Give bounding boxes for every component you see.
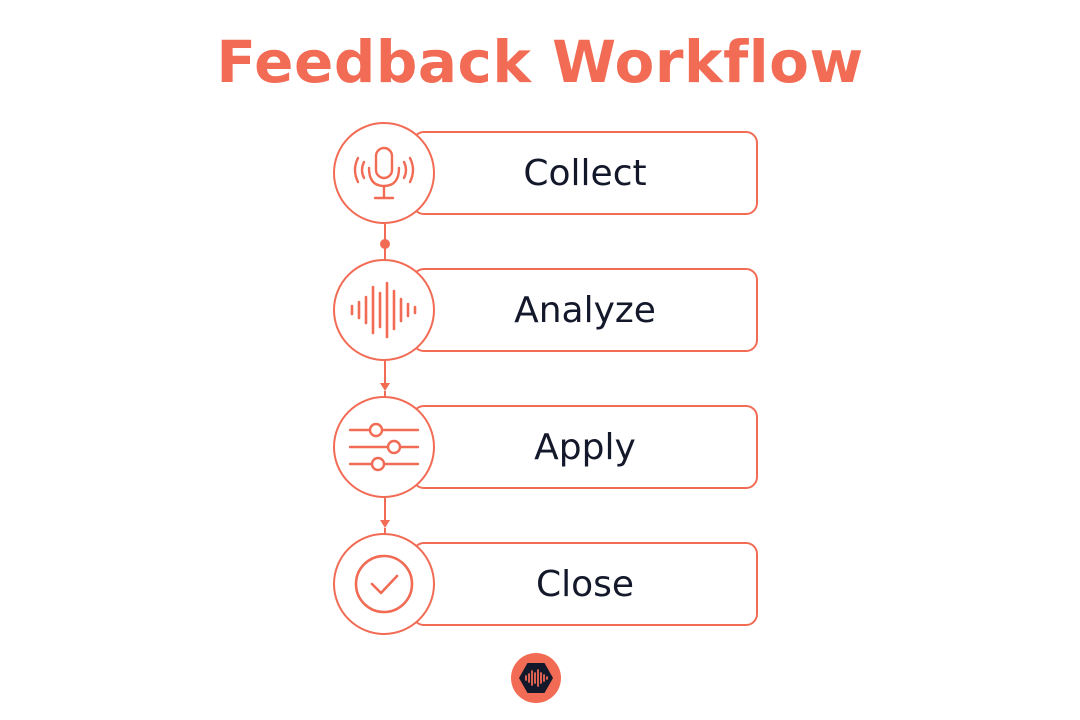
step-collect-circle	[333, 122, 435, 224]
step-apply-circle	[333, 396, 435, 498]
connector-1	[380, 224, 390, 264]
step-apply-box: Apply	[412, 405, 758, 489]
step-apply-label: Apply	[534, 426, 636, 468]
step-analyze-circle	[333, 259, 435, 361]
sound-wave-icon	[350, 281, 417, 339]
step-collect-box: Collect	[412, 131, 758, 215]
page-title: Feedback Workflow	[216, 28, 864, 96]
check-circle-icon	[354, 554, 414, 614]
brand-logo	[511, 653, 561, 703]
step-close-box: Close	[412, 542, 758, 626]
step-analyze-label: Analyze	[514, 289, 656, 331]
sound-wave-logo-icon	[519, 663, 553, 693]
sliders-icon	[348, 422, 420, 472]
microphone-icon	[353, 146, 415, 200]
step-close-label: Close	[535, 563, 635, 605]
step-close-circle	[333, 533, 435, 635]
step-analyze-box: Analyze	[412, 268, 758, 352]
connector-2	[380, 361, 390, 401]
step-collect-label: Collect	[523, 152, 647, 194]
connector-3	[380, 498, 390, 538]
